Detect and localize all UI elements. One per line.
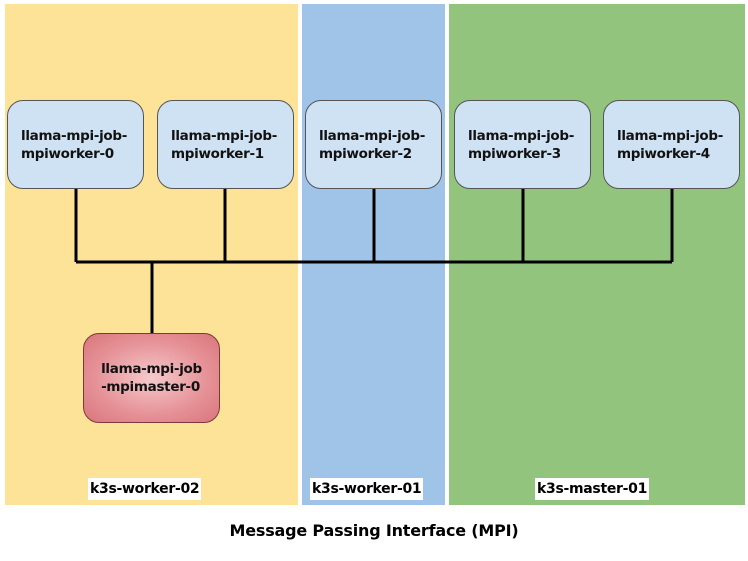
pod-label: llama-mpi-job-mpiworker-2 [319, 127, 426, 162]
region-k3s-master-01 [449, 4, 745, 505]
pod-label: llama-mpi-job-mpiworker-4 [617, 127, 724, 162]
region-label-k3s-worker-01: k3s-worker-01 [310, 478, 424, 500]
pod-label: llama-mpi-job-mpiworker-3 [468, 127, 575, 162]
pod-mpiworker-1[interactable]: llama-mpi-job-mpiworker-1 [157, 100, 294, 189]
pod-mpiworker-3[interactable]: llama-mpi-job-mpiworker-3 [454, 100, 591, 189]
pod-label: llama-mpi-job-mpiworker-1 [171, 127, 278, 162]
region-label-k3s-worker-02: k3s-worker-02 [88, 478, 202, 500]
pod-label: llama-mpi-job-mpimaster-0 [101, 361, 202, 395]
region-label-k3s-master-01: k3s-master-01 [535, 478, 650, 500]
pod-mpiworker-4[interactable]: llama-mpi-job-mpiworker-4 [603, 100, 740, 189]
pod-mpiworker-0[interactable]: llama-mpi-job-mpiworker-0 [7, 100, 144, 189]
pod-mpiworker-2[interactable]: llama-mpi-job-mpiworker-2 [305, 100, 442, 189]
pod-mpimaster-0[interactable]: llama-mpi-job-mpimaster-0 [83, 333, 220, 423]
diagram-caption: Message Passing Interface (MPI) [229, 521, 519, 540]
pod-label: llama-mpi-job-mpiworker-0 [21, 127, 128, 162]
